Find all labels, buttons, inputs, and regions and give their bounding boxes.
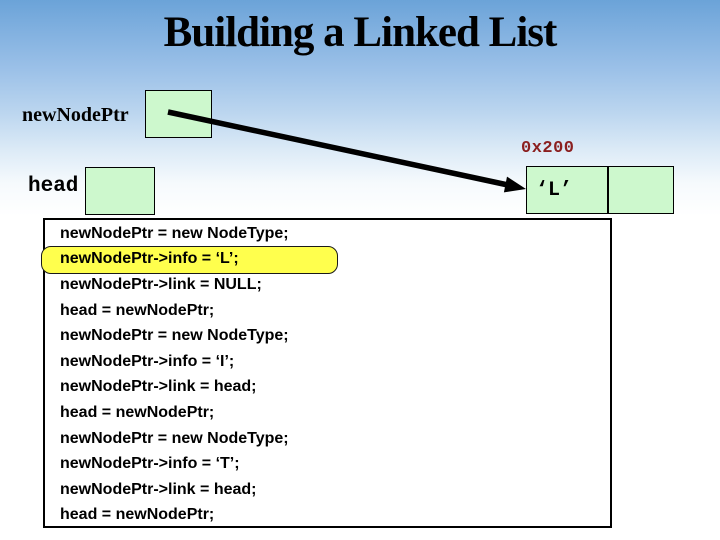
head-box [85,167,155,215]
code-line: newNodePtr->info = ‘T’; [60,455,240,473]
code-line: newNodePtr->link = head; [60,378,257,396]
code-line: newNodePtr = new NodeType; [60,224,289,242]
head-label: head [28,175,79,198]
node-link-cell [608,166,674,214]
new-node-ptr-box [145,90,212,138]
code-line: head = newNodePtr; [60,506,215,524]
code-line: newNodePtr = new NodeType; [60,429,289,447]
code-line: newNodePtr->link = head; [60,480,257,498]
code-line: head = newNodePtr; [60,403,215,421]
code-line: newNodePtr = new NodeType; [60,327,289,345]
linked-list-node: ‘L’ [526,166,674,214]
new-node-ptr-label: newNodePtr [22,104,129,126]
code-highlight [41,246,338,274]
code-line: newNodePtr->info = ‘L’; [60,250,239,268]
node-info-value: ‘L’ [536,178,573,202]
code-line: newNodePtr->info = ‘I’; [60,352,235,370]
code-lines: newNodePtr = new NodeType; newNodePtr->in… [43,221,612,528]
code-line: head = newNodePtr; [60,301,215,319]
node-info-cell: ‘L’ [526,166,608,214]
memory-address-label: 0x200 [521,139,575,158]
code-line: newNodePtr->link = NULL; [60,275,262,293]
page-title: Building a Linked List [163,9,558,56]
